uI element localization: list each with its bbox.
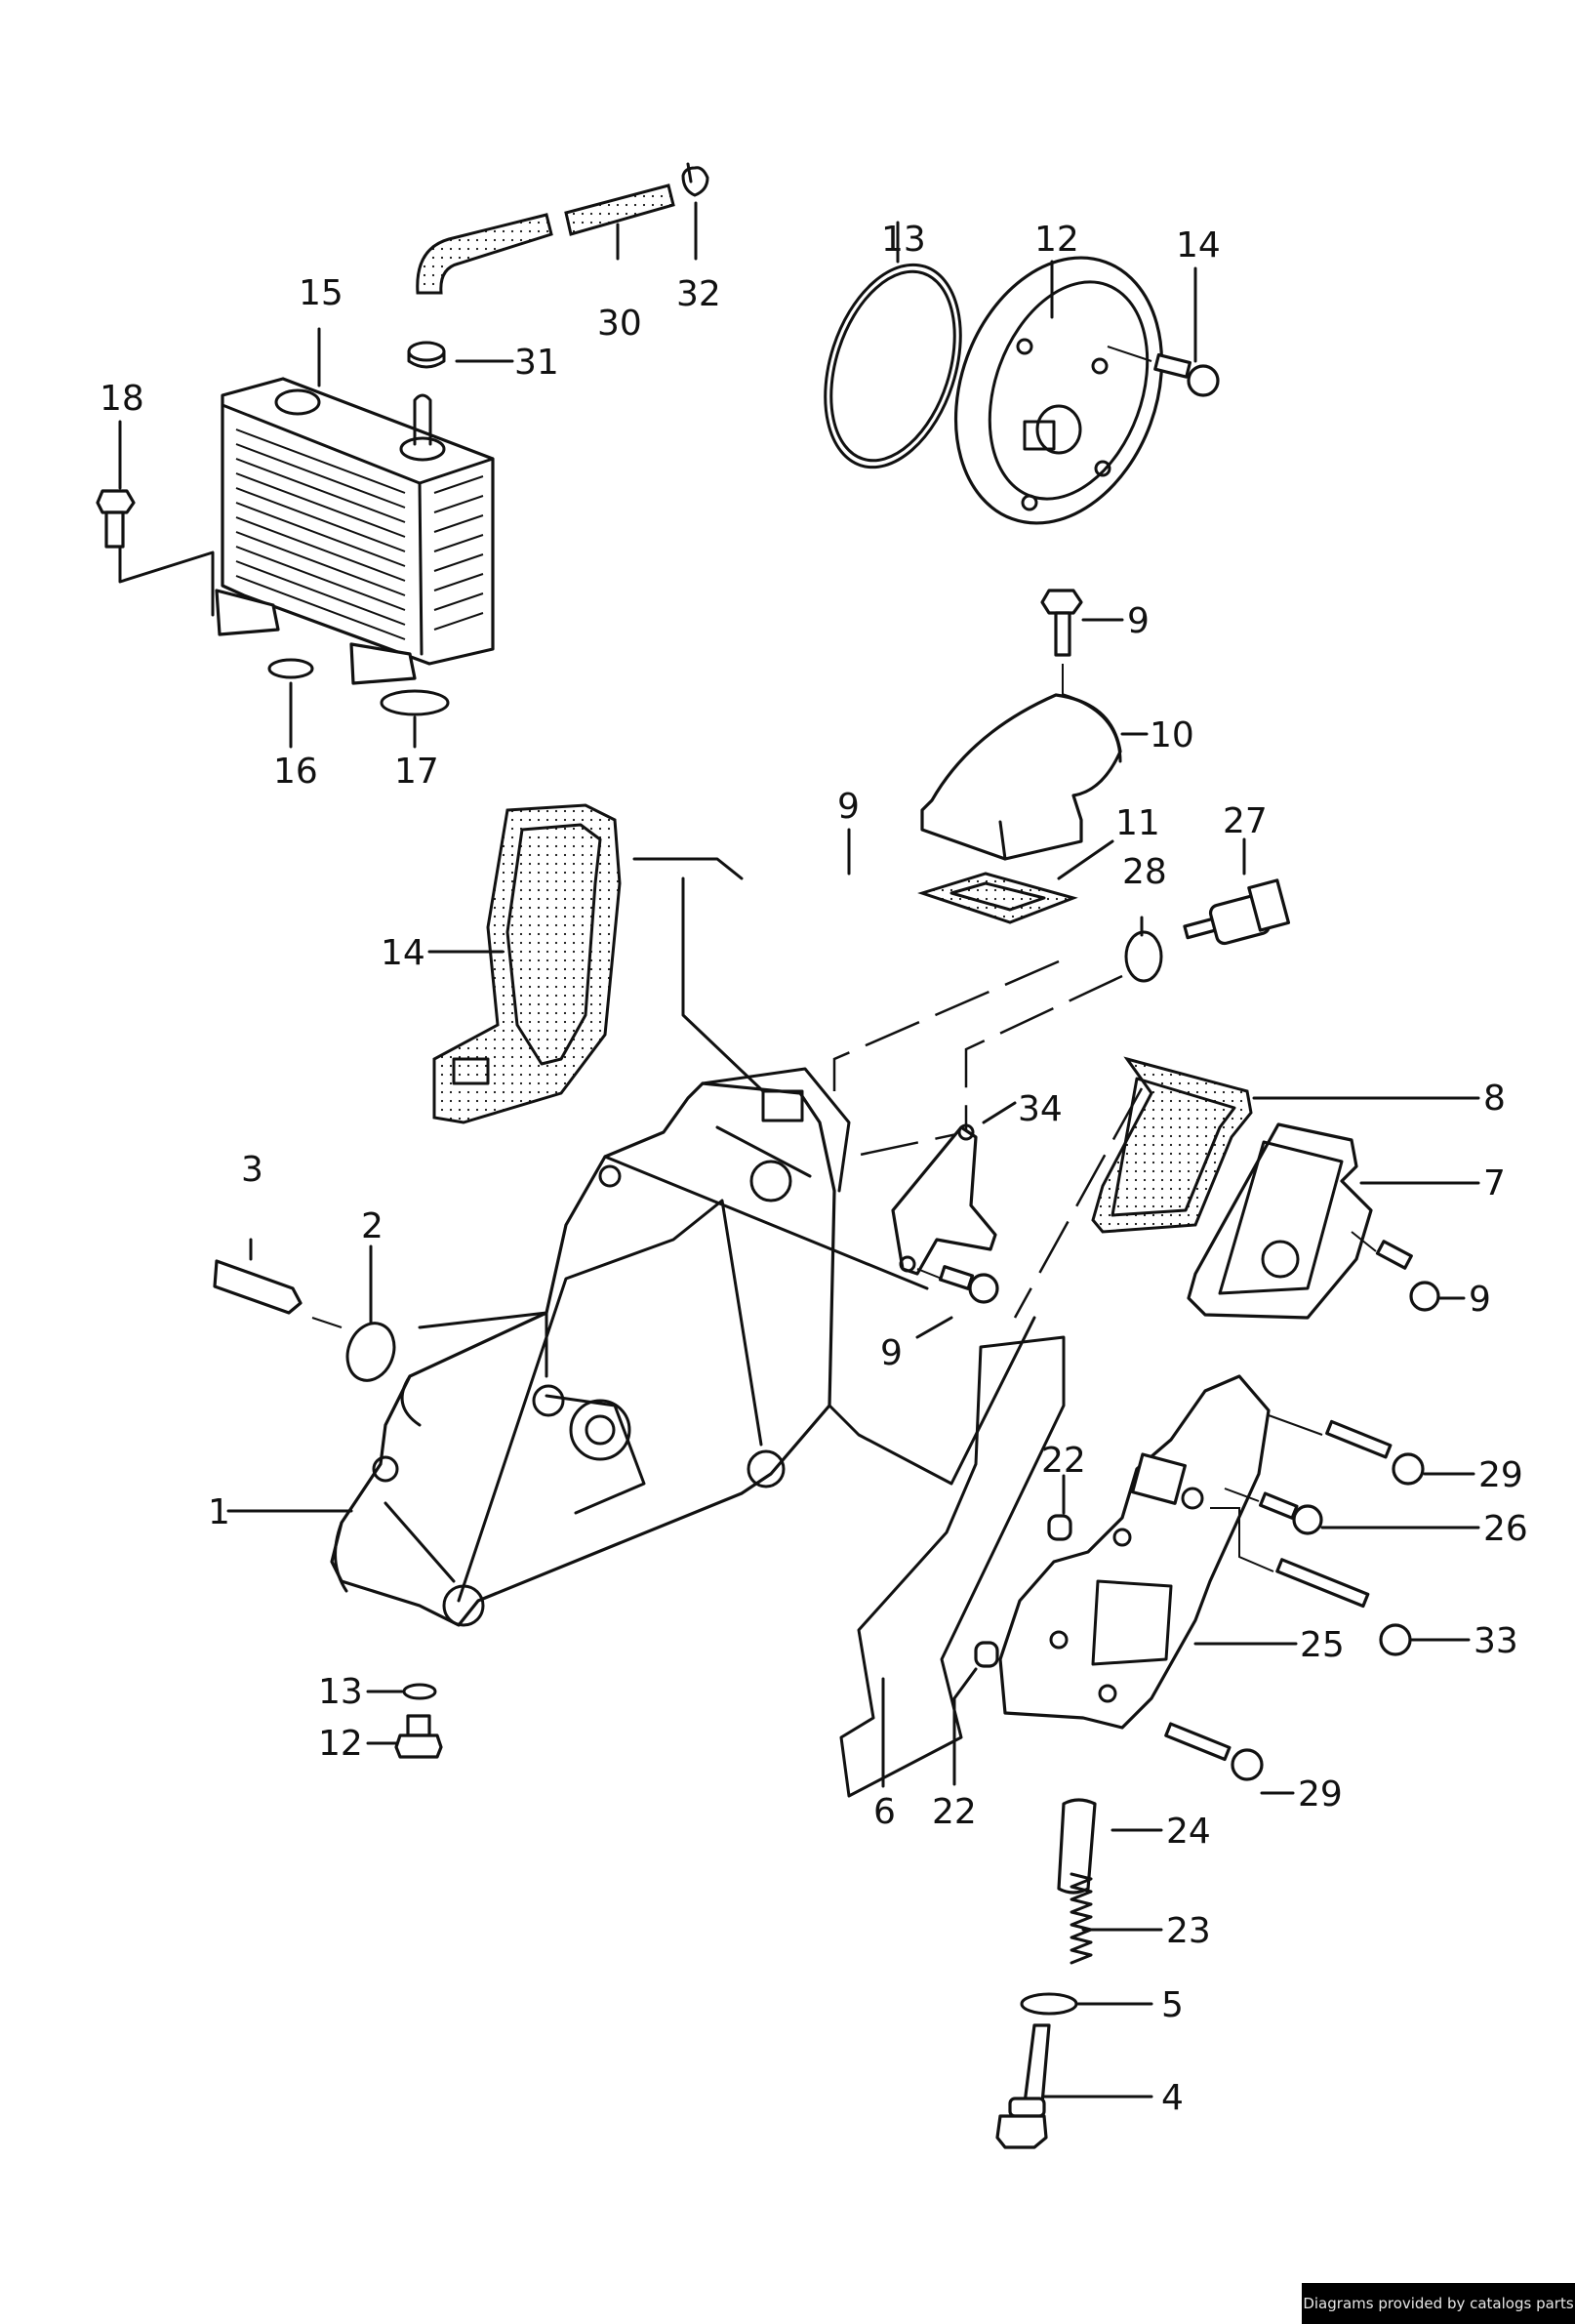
- callout-9-mid[interactable]: 9: [837, 787, 860, 827]
- callout-9-top[interactable]: 9: [1127, 601, 1150, 641]
- callout-24[interactable]: 24: [1166, 1812, 1211, 1852]
- callout-18[interactable]: 15: [299, 273, 343, 313]
- callout-1[interactable]: 1: [208, 1492, 230, 1532]
- o-ring: [824, 263, 962, 469]
- callout-4[interactable]: 4: [1161, 2078, 1184, 2118]
- bolt: [1275, 1558, 1412, 1656]
- relief-valve-piston: [1057, 1798, 1097, 1895]
- callout-22-bottom[interactable]: 22: [932, 1792, 977, 1832]
- bolt: [96, 489, 136, 549]
- callout-2[interactable]: 2: [361, 1206, 384, 1246]
- credit-badge: Diagrams provided by catalogs parts: [1302, 2283, 1575, 2324]
- cover-gasket: [1091, 1056, 1253, 1234]
- callout-29-top[interactable]: 29: [1478, 1455, 1523, 1495]
- callout-26[interactable]: 26: [1483, 1509, 1528, 1549]
- callout-20[interactable]: 17: [394, 752, 439, 792]
- temperature-sensor: [1183, 878, 1291, 946]
- callout-27[interactable]: 27: [1223, 801, 1268, 841]
- water-elbow: [920, 693, 1122, 861]
- credit-text: Diagrams provided by catalogs parts: [1303, 2295, 1574, 2312]
- callout-21[interactable]: 18: [100, 379, 144, 419]
- oil-pump-body: [998, 1374, 1271, 1730]
- hose-clamp: [407, 162, 709, 369]
- relief-valve-spring: [1070, 1872, 1093, 1965]
- seal-ring: [267, 658, 314, 679]
- bolt: [1375, 1240, 1440, 1312]
- leader-lines: [118, 201, 1480, 2099]
- bolt: [1153, 353, 1220, 397]
- callout-13-text[interactable]: 13: [318, 1672, 363, 1712]
- bolt: [1040, 589, 1083, 657]
- callout-34[interactable]: 34: [1018, 1089, 1063, 1129]
- bolt: [1259, 1491, 1323, 1535]
- bracket: [891, 1123, 997, 1276]
- housing-gasket: [432, 803, 622, 1124]
- sealing-washer: [402, 1683, 437, 1700]
- callout-25[interactable]: 25: [1300, 1625, 1345, 1665]
- pump-cover: [953, 256, 1164, 525]
- callout-8[interactable]: 8: [1483, 1079, 1506, 1119]
- seal-ring: [345, 1322, 396, 1382]
- callout-28[interactable]: 28: [1122, 852, 1167, 892]
- drain-plug: [394, 1714, 443, 1759]
- callout-14-label[interactable]: 14: [381, 933, 425, 973]
- callout-9-right[interactable]: 9: [1469, 1280, 1491, 1320]
- callout-29-bottom[interactable]: 29: [1298, 1774, 1343, 1814]
- callout-16[interactable]: 13: [881, 220, 926, 260]
- callout-5[interactable]: 5: [1161, 1985, 1184, 2025]
- bolt: [1164, 1722, 1264, 1781]
- oil-cooler: [215, 377, 495, 685]
- oil-pump-housing: [330, 1067, 851, 1627]
- pump-gasket: [839, 1335, 1066, 1798]
- callout-12-text[interactable]: 12: [318, 1724, 363, 1764]
- seal-ring: [380, 689, 450, 716]
- seal-ring: [1124, 930, 1163, 983]
- callout-11[interactable]: 11: [1115, 803, 1160, 843]
- callout-31[interactable]: 31: [514, 343, 559, 383]
- hose: [416, 183, 675, 295]
- callout-10[interactable]: 10: [1150, 715, 1194, 755]
- sleeve: [1047, 1514, 1072, 1541]
- callout-6[interactable]: 6: [873, 1792, 896, 1832]
- callout-23[interactable]: 23: [1166, 1911, 1211, 1951]
- callout-15[interactable]: 12: [1034, 220, 1079, 260]
- callout-19[interactable]: 16: [273, 752, 318, 792]
- callout-32[interactable]: 32: [676, 274, 721, 314]
- callout-7[interactable]: 7: [1483, 1163, 1506, 1203]
- dowel-pin: [213, 1259, 303, 1315]
- bolt: [938, 1265, 999, 1304]
- sleeve: [974, 1641, 999, 1668]
- callout-labels: 18 15 31 30 32 13 12 14 16 17 9 10 11 9 …: [100, 220, 1528, 2118]
- washer: [1020, 1992, 1078, 2016]
- bolt: [1325, 1419, 1425, 1486]
- relief-valve-plug: [995, 2023, 1051, 2149]
- callout-33[interactable]: 33: [1474, 1621, 1518, 1661]
- callout-17[interactable]: 14: [1176, 225, 1221, 265]
- callout-3[interactable]: 3: [241, 1150, 263, 1190]
- callout-9-bracket[interactable]: 9: [880, 1333, 903, 1373]
- gasket: [917, 872, 1078, 924]
- callout-22-top[interactable]: 22: [1041, 1441, 1086, 1481]
- callout-30[interactable]: 30: [597, 304, 642, 344]
- thermostat-cover: [1187, 1122, 1373, 1320]
